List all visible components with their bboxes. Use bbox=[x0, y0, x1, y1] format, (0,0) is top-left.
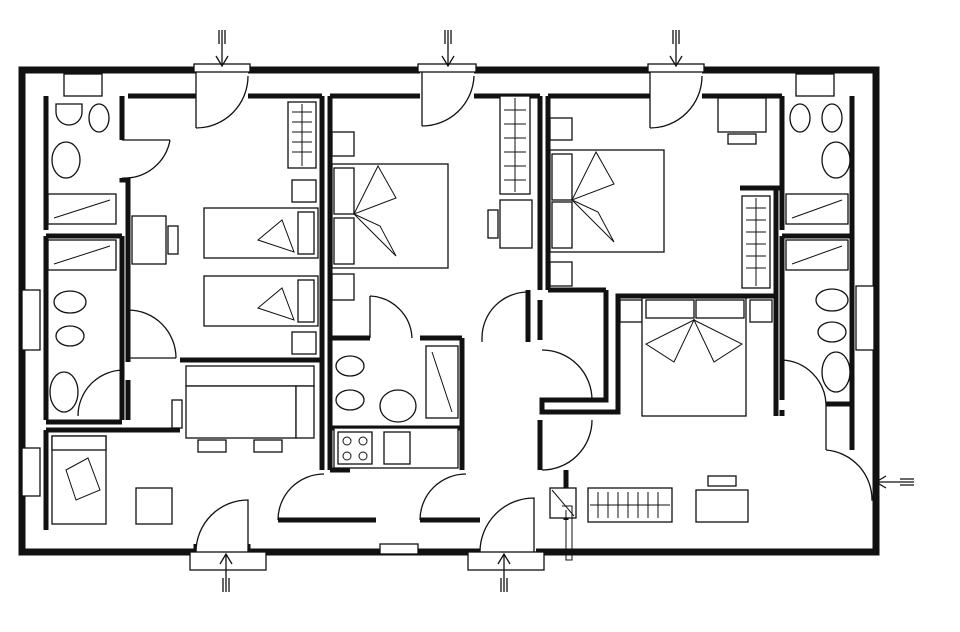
sink-icon bbox=[821, 351, 851, 393]
left-bathroom bbox=[47, 73, 117, 225]
left-wc bbox=[47, 239, 117, 413]
nightstand bbox=[331, 273, 355, 301]
chair bbox=[171, 399, 183, 429]
right-bathroom-bottom bbox=[785, 239, 851, 393]
chair bbox=[487, 209, 499, 239]
nightstand bbox=[549, 261, 573, 287]
chair bbox=[707, 475, 737, 487]
sofa-bed bbox=[51, 435, 107, 525]
chair bbox=[727, 133, 757, 145]
sink-icon bbox=[51, 141, 81, 179]
chimney-flue bbox=[63, 73, 103, 97]
sink-icon bbox=[379, 389, 417, 423]
entrance-arrow-bottom-left bbox=[219, 552, 233, 592]
nightstand bbox=[331, 131, 355, 157]
kitchen-sink-icon bbox=[383, 431, 411, 465]
entrance-arrow-right bbox=[874, 475, 914, 489]
kitchenette bbox=[333, 427, 459, 469]
bidet-icon bbox=[821, 103, 843, 133]
toilet-icon bbox=[815, 288, 849, 312]
desk bbox=[499, 199, 533, 249]
nightstand bbox=[619, 299, 643, 323]
bidet-icon bbox=[88, 103, 110, 133]
doors bbox=[21, 63, 876, 571]
toilet-icon bbox=[789, 103, 811, 133]
bedroom-twin bbox=[131, 101, 319, 355]
master-bedroom bbox=[549, 297, 773, 561]
desk bbox=[695, 489, 749, 523]
entrance-arrow-top-right bbox=[669, 30, 683, 68]
toilet-icon bbox=[55, 103, 83, 126]
entrance-arrow-bottom-middle bbox=[497, 552, 511, 592]
sink-icon bbox=[49, 371, 79, 413]
stove-icon bbox=[337, 431, 373, 465]
dining-table bbox=[185, 385, 297, 439]
bidet-icon bbox=[817, 321, 847, 343]
chimney-flue bbox=[795, 73, 835, 97]
nightstand bbox=[549, 117, 573, 141]
chair bbox=[197, 439, 227, 453]
bedroom-double-middle bbox=[331, 95, 533, 301]
bedroom-double-right bbox=[549, 97, 771, 289]
nightstand bbox=[749, 299, 773, 323]
right-bathroom-top bbox=[785, 73, 851, 225]
entrance-arrows bbox=[215, 30, 914, 592]
armchair bbox=[135, 487, 173, 525]
chair bbox=[167, 225, 179, 255]
desk bbox=[717, 97, 767, 133]
toilet-icon bbox=[335, 355, 365, 377]
bidet-icon bbox=[335, 389, 365, 411]
entrance-arrow-top-middle bbox=[441, 30, 455, 68]
toilet-icon bbox=[53, 290, 87, 314]
entrance-arrow-top-left bbox=[215, 30, 229, 68]
living-area bbox=[51, 365, 315, 525]
chair bbox=[253, 439, 283, 453]
desk bbox=[131, 215, 167, 265]
middle-bathroom bbox=[335, 345, 459, 423]
sink-icon bbox=[821, 141, 851, 179]
bidet-icon bbox=[55, 325, 85, 347]
nightstand bbox=[291, 179, 317, 203]
sofa-back bbox=[185, 365, 315, 387]
nightstand bbox=[291, 331, 317, 355]
